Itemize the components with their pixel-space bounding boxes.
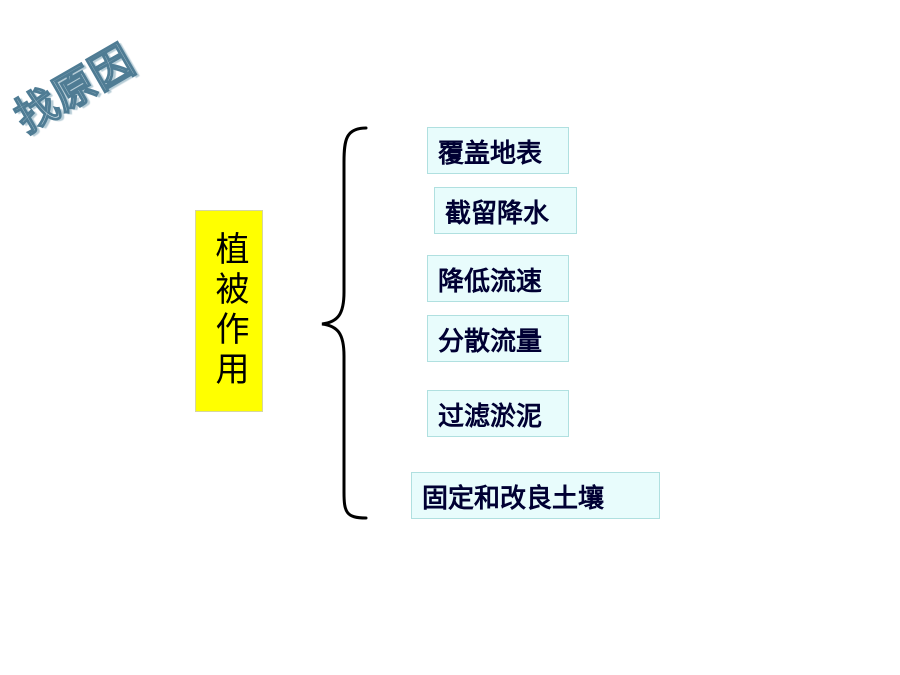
list-item: 覆盖地表 [427,127,569,174]
item-label: 固定和改良土壤 [422,484,605,514]
list-item: 降低流速 [427,255,569,302]
list-item: 截留降水 [434,187,577,234]
list-item: 过滤淤泥 [427,390,569,437]
item-label: 分散流量 [438,327,543,357]
list-item: 分散流量 [427,315,569,362]
item-label: 截留降水 [445,199,550,229]
list-item: 固定和改良土壤 [411,472,660,519]
wordart-title: 找原因 [6,35,144,143]
main-label-box: 植被作用 [195,210,263,412]
item-label: 降低流速 [438,267,543,297]
main-label: 植被作用 [209,231,249,391]
item-label: 过滤淤泥 [438,402,543,432]
curly-brace-icon [321,126,368,520]
item-label: 覆盖地表 [438,139,543,169]
